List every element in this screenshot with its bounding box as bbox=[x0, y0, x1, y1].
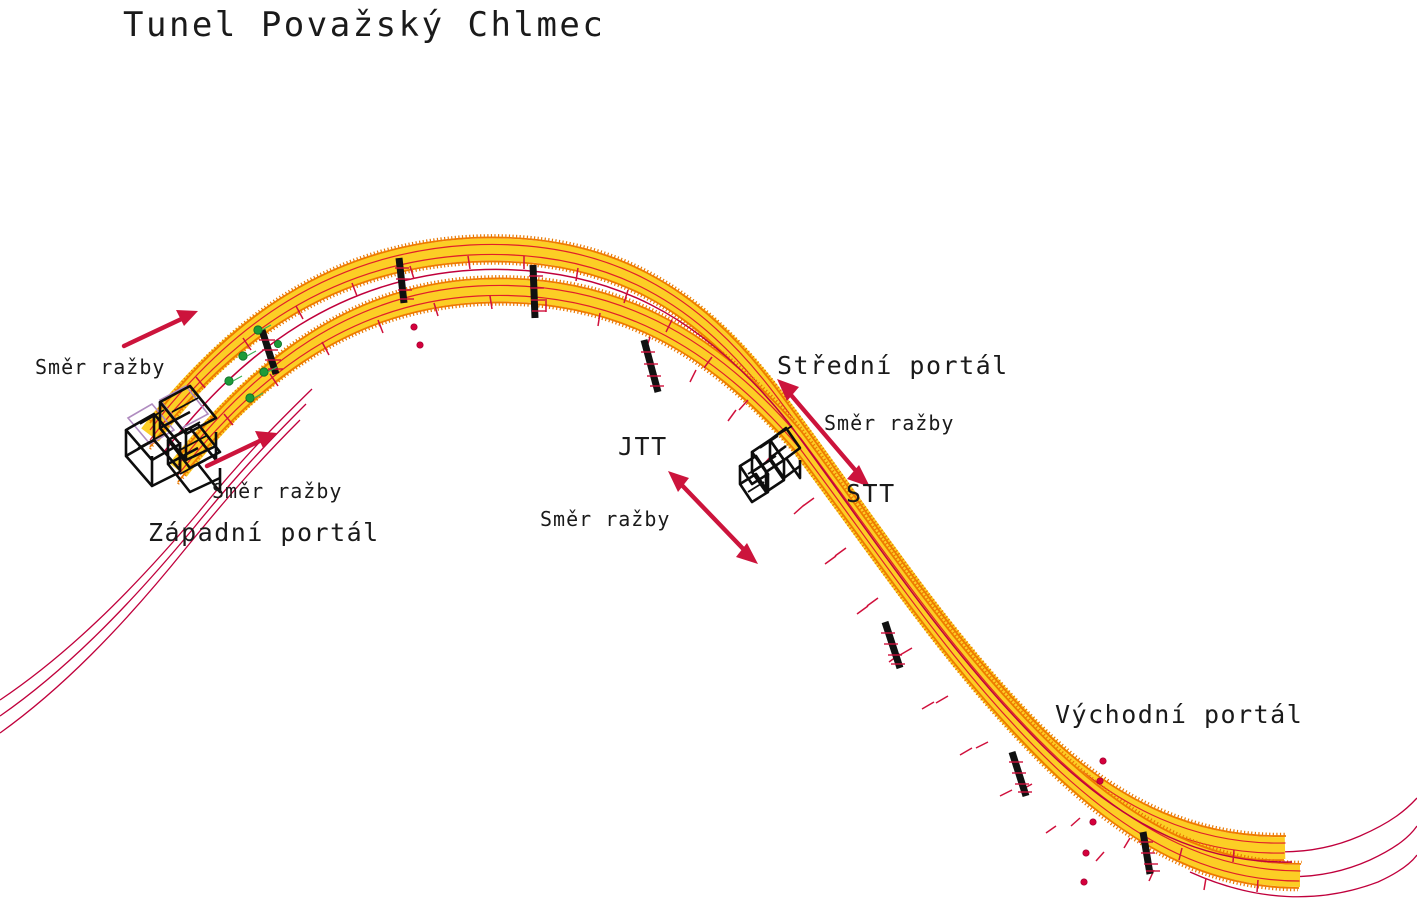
cross-passage-7 bbox=[1139, 831, 1160, 875]
cross-passages bbox=[258, 257, 1160, 875]
label-zapadni-portal: Západní portál bbox=[148, 518, 380, 547]
label-vychodni-portal: Východní portál bbox=[1055, 700, 1303, 729]
page-title: Tunel Považský Chlmec bbox=[123, 5, 605, 45]
arrow-smer-razby-west-lower bbox=[204, 431, 277, 469]
cross-passage-6 bbox=[1008, 750, 1032, 798]
cross-passage-3 bbox=[529, 264, 546, 319]
cross-passage-5 bbox=[881, 620, 905, 670]
cross-passage-4 bbox=[640, 339, 664, 393]
label-smer-razby-stt: Směr ražby bbox=[824, 411, 954, 435]
label-stt: STT bbox=[846, 479, 896, 508]
arrow-smer-razby-west-upper bbox=[121, 310, 198, 349]
borehole-markers bbox=[410, 323, 1107, 886]
label-smer-razby-jtt: Směr ražby bbox=[540, 507, 670, 531]
cross-passage-1 bbox=[258, 328, 283, 376]
alignment-extension-lines-west bbox=[0, 388, 313, 734]
label-stredni-portal: Střední portál bbox=[777, 351, 1009, 380]
label-smer-razby-west-lower: Směr ražby bbox=[212, 479, 342, 503]
arrow-smer-razby-jtt bbox=[668, 471, 758, 564]
survey-markers-green bbox=[224, 324, 282, 403]
label-smer-razby-west-upper: Směr ražby bbox=[35, 355, 165, 379]
tunnel-centerline bbox=[163, 268, 1293, 863]
middle-portal-structure bbox=[738, 425, 802, 504]
label-jtt: JTT bbox=[618, 432, 668, 461]
arrow-smer-razby-stt bbox=[777, 379, 870, 487]
cross-passage-2 bbox=[395, 257, 414, 304]
